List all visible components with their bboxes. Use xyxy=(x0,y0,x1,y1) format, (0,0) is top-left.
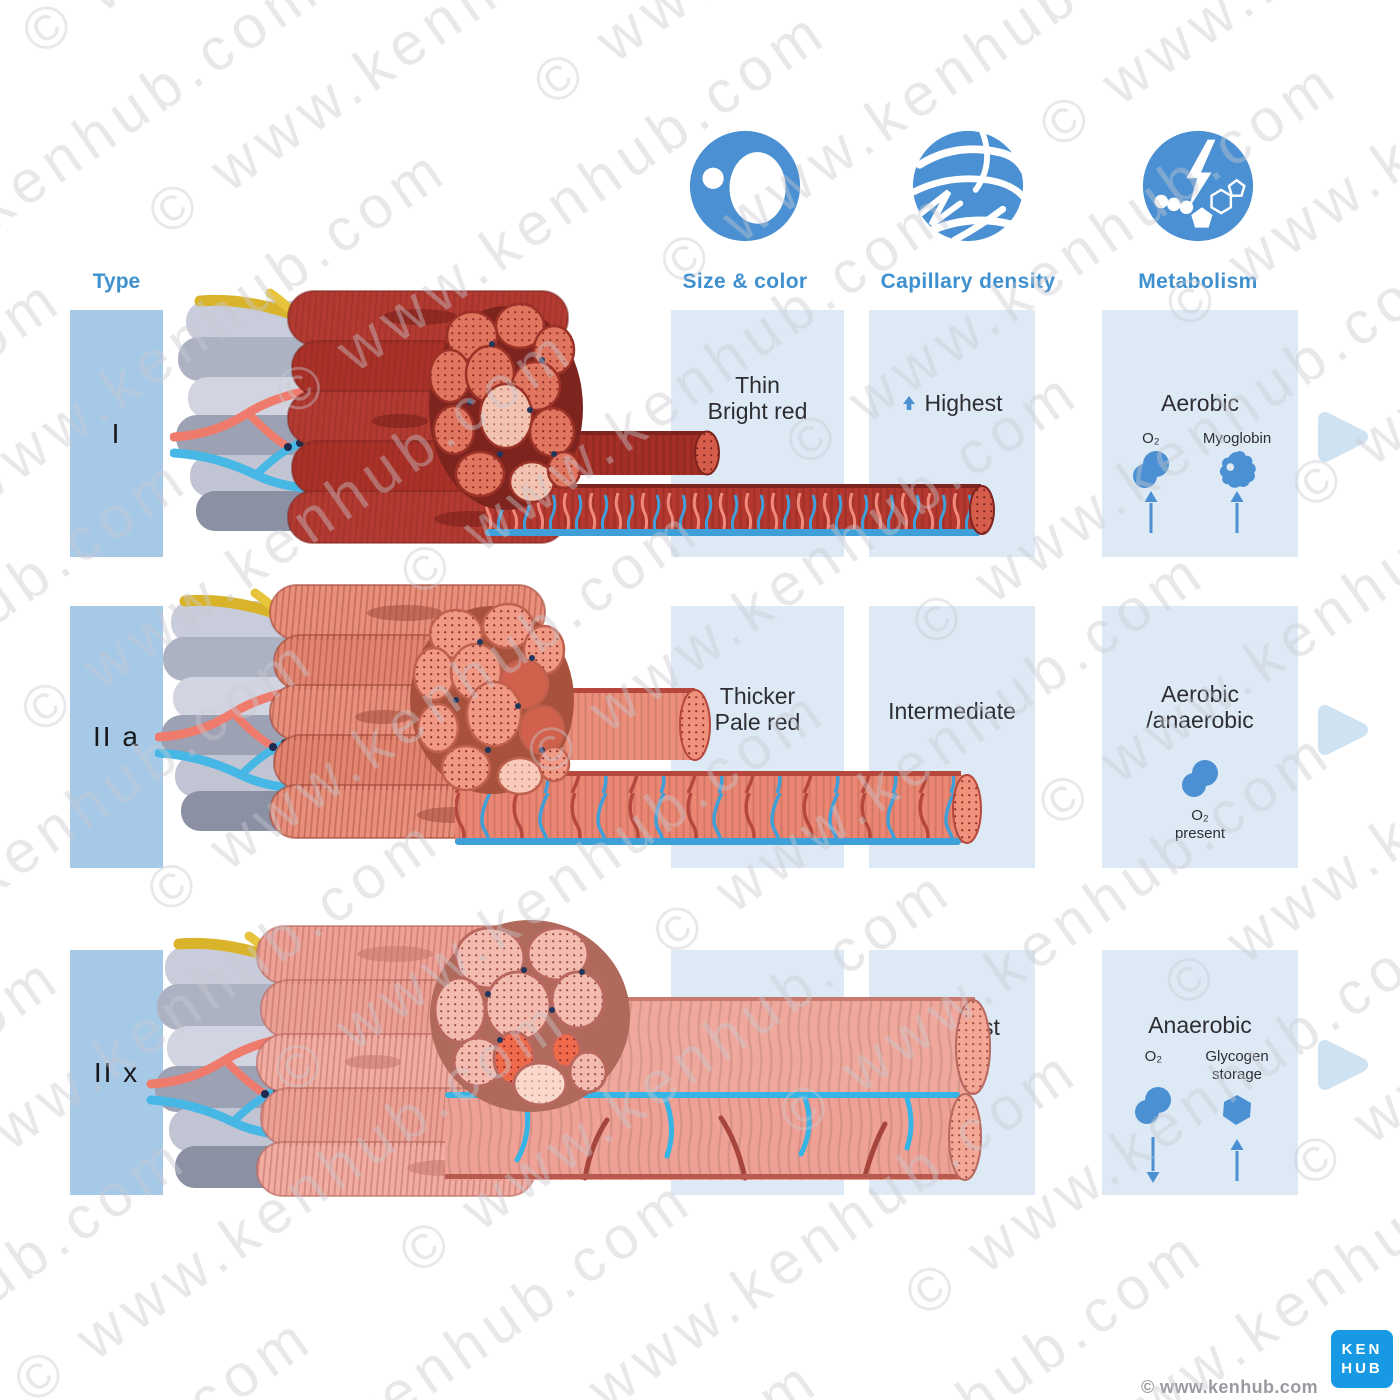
kenhub-logo-line2: HUB xyxy=(1341,1360,1383,1377)
metabolism-box-row1: Aerobic O₂ Myoglobin xyxy=(1102,310,1298,557)
next-arrow-row1 xyxy=(1318,412,1368,462)
type-label-row2: II a xyxy=(93,721,140,752)
decrease-arrow-icon xyxy=(1146,1137,1160,1183)
o2-molecule-icon xyxy=(1135,1087,1172,1124)
o2-molecule-icon xyxy=(1132,451,1169,488)
o2-label-row3: O₂ xyxy=(1144,1048,1163,1065)
single-muscle-fiber xyxy=(555,688,711,761)
o2-molecule-icon xyxy=(1182,760,1218,797)
myoglobin-icon xyxy=(1219,451,1256,488)
type-label-row1: I xyxy=(111,417,122,449)
muscle-illustration-type1 xyxy=(170,288,995,544)
o2-label-row1: O₂ xyxy=(1142,430,1160,447)
glycogen-label-line1-row3: Glycogen xyxy=(1205,1048,1269,1065)
kenhub-logo: KEN HUB xyxy=(1331,1330,1393,1388)
column-label-metabolism: Metabolism xyxy=(1138,270,1258,293)
glycogen-icon xyxy=(1223,1095,1251,1125)
increase-arrow-icon xyxy=(1230,1139,1244,1181)
metabolism-title-line1-row2: Aerobic xyxy=(1161,681,1239,707)
increase-arrow-icon xyxy=(1144,491,1158,533)
increase-arrow-icon xyxy=(1230,491,1244,533)
metabolism-title-row3: Anaerobic xyxy=(1148,1012,1252,1038)
column-label-size-color: Size & color xyxy=(682,270,808,293)
metabolism-title-line2-row2: /anaerobic xyxy=(1146,707,1254,733)
o2-caption-row2: present xyxy=(1174,825,1226,842)
glycogen-label-line2-row3: storage xyxy=(1211,1066,1263,1083)
muscle-illustration-type2a xyxy=(155,584,982,845)
myoglobin-label-row1: Myoglobin xyxy=(1202,430,1272,447)
fascicle-cross-section xyxy=(428,302,583,510)
fascicle-cross-section xyxy=(430,920,630,1112)
size-color-icon xyxy=(689,130,801,242)
kenhub-logo-line1: KEN xyxy=(1341,1341,1383,1358)
metabolism-title-row1: Aerobic xyxy=(1161,390,1239,416)
type-label-row3: II x xyxy=(93,1056,140,1088)
o2-label-row2: O₂ xyxy=(1191,807,1209,824)
muscle-fiber-capillaries xyxy=(483,484,995,536)
capillary-density-icon xyxy=(910,128,1026,244)
metabolism-box-row3: Anaerobic O₂ . Glycogen storage xyxy=(1102,950,1298,1195)
next-arrow-row3 xyxy=(1318,1040,1368,1090)
copyright-text: © www.kenhub.com xyxy=(1140,1377,1318,1397)
metabolism-icon xyxy=(1142,130,1254,242)
type-column-header: Type xyxy=(92,270,141,293)
column-label-capillary-density: Capillary density xyxy=(880,270,1056,293)
metabolism-box-row2: Aerobic /anaerobic O₂ present xyxy=(1102,606,1298,868)
muscle-illustration-type2x xyxy=(146,920,991,1197)
type-box-row1: I xyxy=(70,310,163,557)
fascicle-cross-section xyxy=(410,602,574,796)
type-box-row2: II a xyxy=(70,606,163,868)
next-arrow-row2 xyxy=(1318,705,1368,755)
